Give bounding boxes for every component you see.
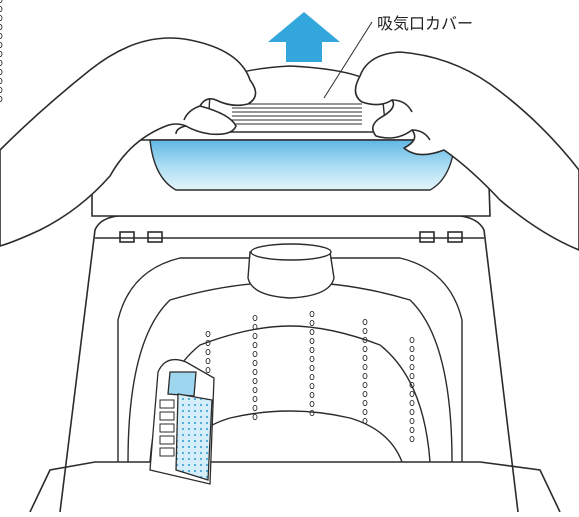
agitator-cap (248, 244, 334, 298)
up-arrow-icon (268, 12, 340, 62)
intake-cover-label: 吸気口カバー (377, 10, 473, 34)
lint-filter (150, 360, 214, 484)
